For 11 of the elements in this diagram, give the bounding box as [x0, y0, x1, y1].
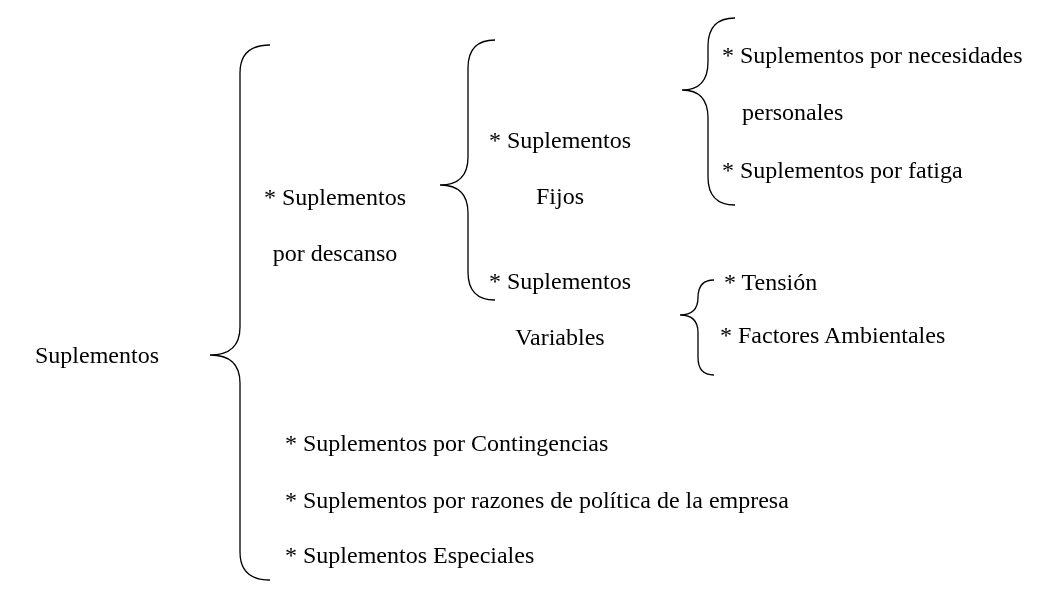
tree-label: * Suplementos Fijos — [488, 126, 632, 211]
tree-label: * Suplementos por fatiga — [722, 156, 964, 185]
tree-label: Suplementos — [35, 341, 160, 370]
tree-label: * Suplementos Especiales — [285, 541, 536, 570]
tree-label: * Suplementos por descanso — [263, 183, 407, 268]
tree-label: * Suplementos por Contingencias — [285, 429, 610, 458]
tree-label: * Suplementos por razones de política de la empresa — [285, 486, 790, 515]
tree-label: * Tensión — [724, 268, 819, 297]
tree-label: * Factores Ambientales — [720, 321, 947, 350]
tree-label: * Suplementos Variables — [488, 267, 632, 352]
tree-label: * Suplementos por necesidades personales — [722, 41, 1024, 127]
